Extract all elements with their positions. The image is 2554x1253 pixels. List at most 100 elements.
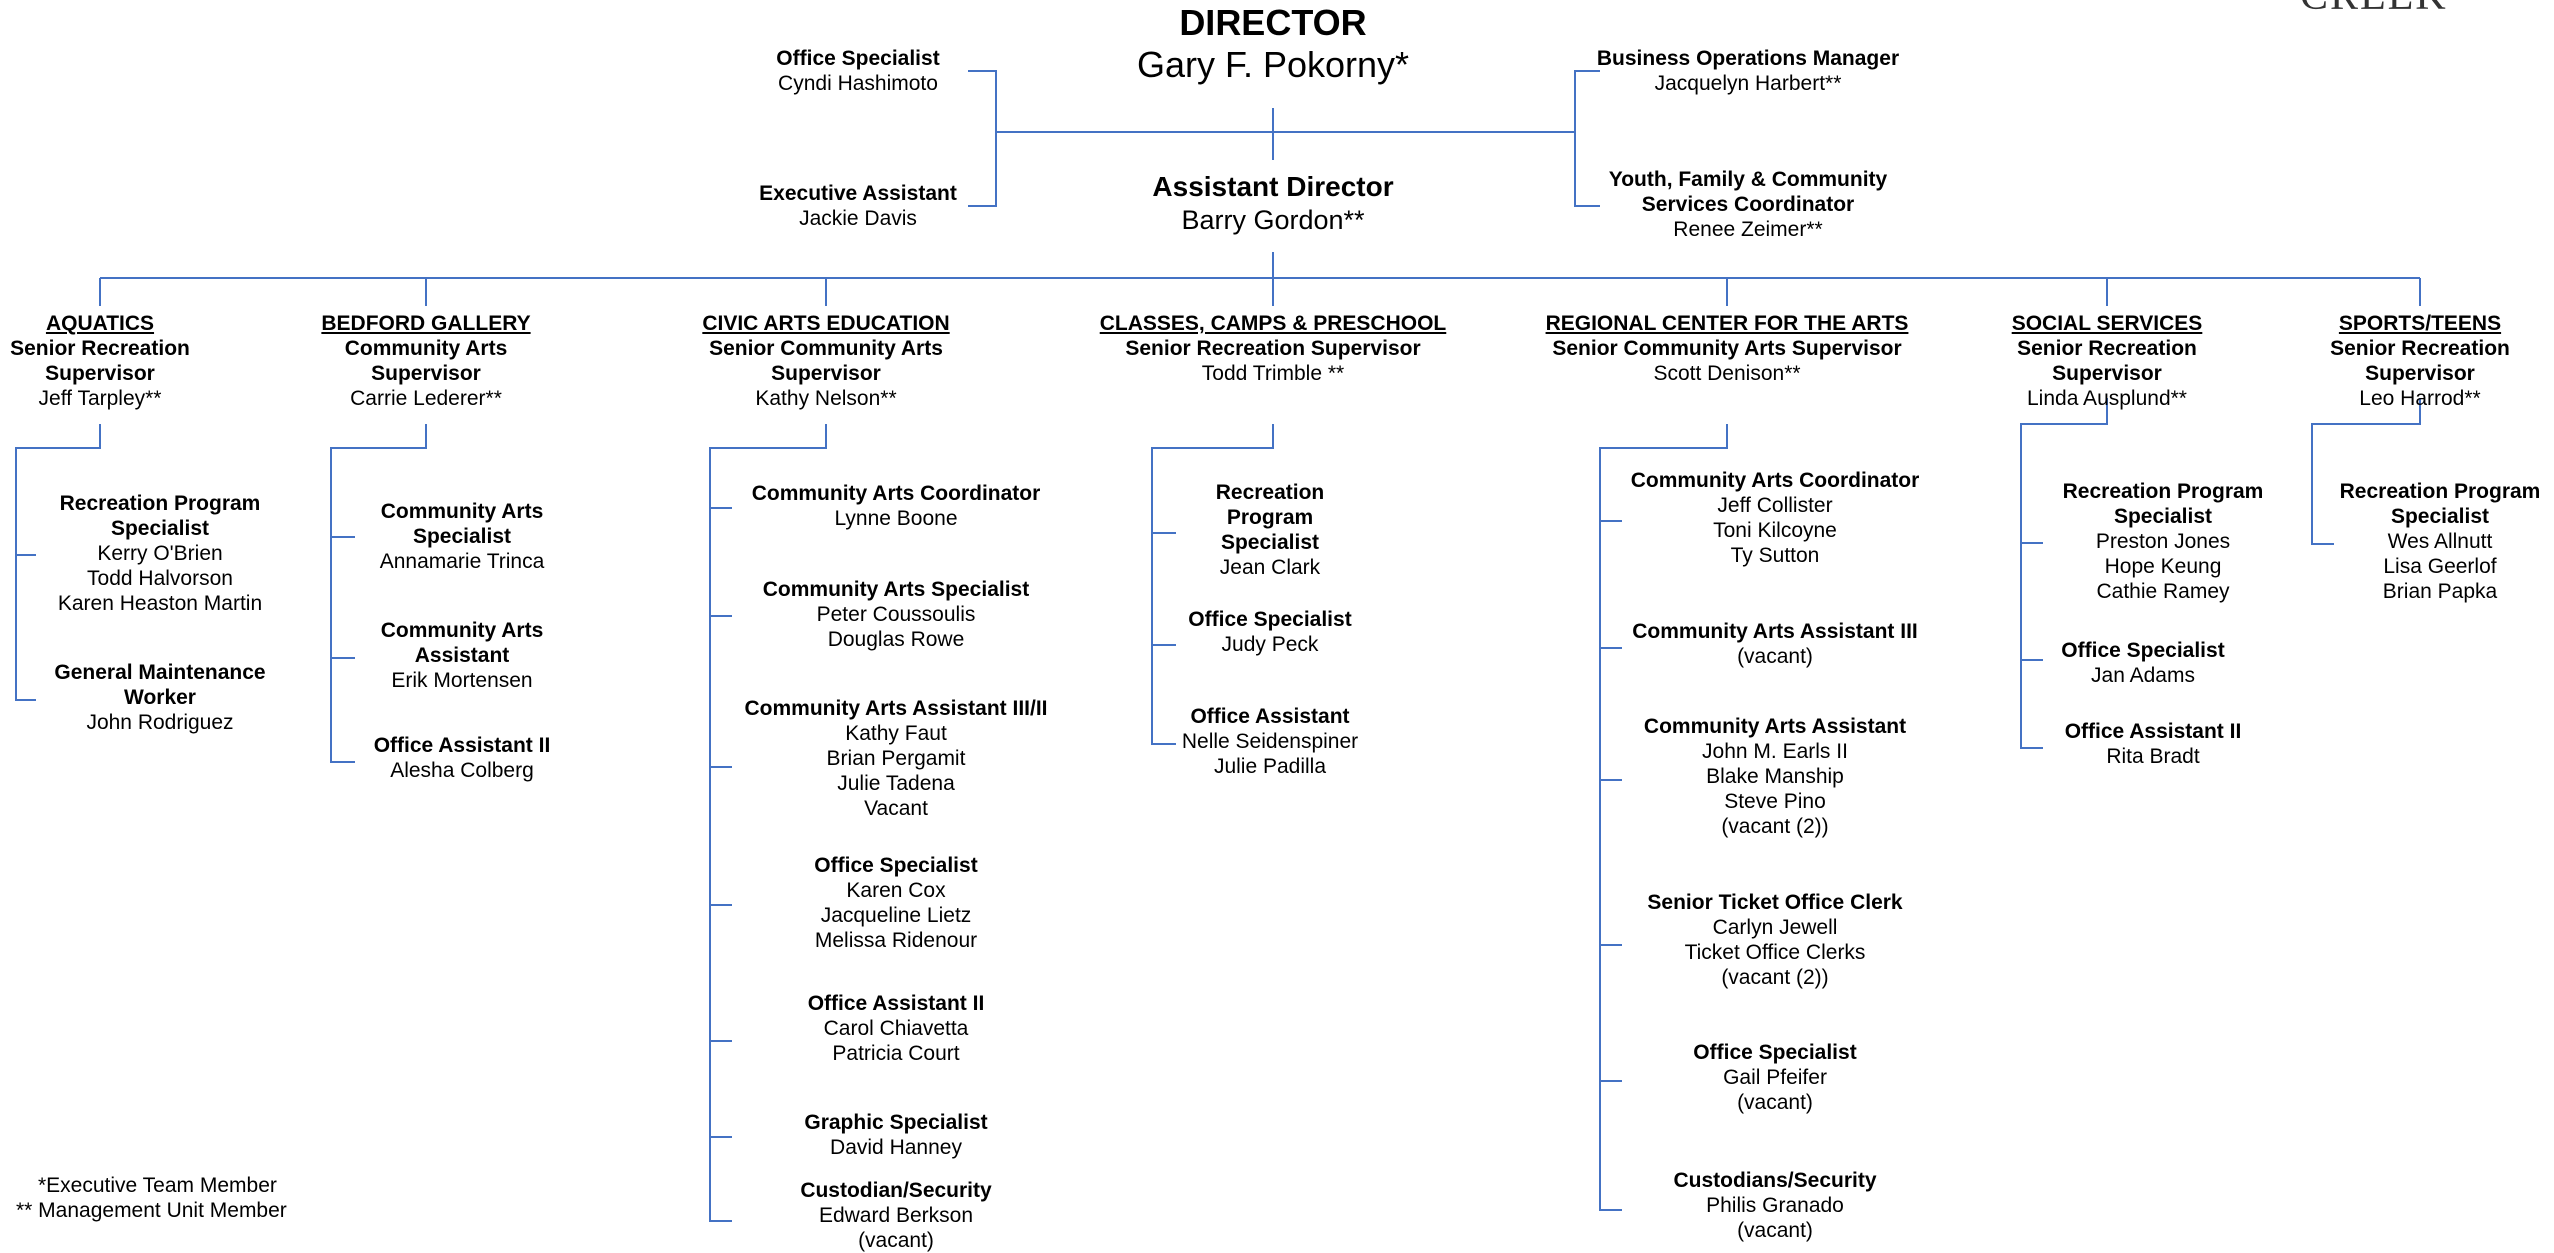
role-name: Melissa Ridenour	[814, 929, 978, 952]
supervisor-title: Senior Community Arts	[709, 337, 943, 360]
bedford-role-1: Community Arts Specialist Annamarie Trin…	[362, 499, 562, 574]
role-title: Program	[1226, 506, 1314, 529]
aquatics-role-1: Recreation Program Specialist Kerry O'Br…	[40, 491, 280, 616]
role-name: Kathy Faut	[845, 722, 947, 745]
regional-subtree-line	[1599, 424, 1728, 1211]
sports-role-1: Recreation Program Specialist Wes Allnut…	[2330, 479, 2550, 604]
role-name: Edward Berkson	[818, 1204, 974, 1227]
executive-assistant-box: Executive Assistant Jackie Davis	[738, 181, 978, 231]
role-title: Custodian/Security	[800, 1179, 992, 1202]
bedford-role-2: Community Arts Assistant Erik Mortensen	[362, 618, 562, 693]
role-name: Brian Papka	[2382, 580, 2498, 603]
division-regional-center: REGIONAL CENTER FOR THE ARTS Senior Comm…	[1517, 311, 1937, 386]
staff-title: Office Specialist	[776, 47, 940, 70]
role-title: General Maintenance	[54, 661, 266, 684]
supervisor-name: Kathy Nelson**	[755, 387, 897, 410]
division-heading: SPORTS/TEENS	[2338, 312, 2502, 335]
role-name: Brian Pergamit	[826, 747, 966, 770]
role-title: Recreation Program	[59, 492, 261, 515]
role-name: Nelle Seidenspiner	[1181, 730, 1359, 753]
regional-role-2: Community Arts Assistant III (vacant)	[1625, 619, 1925, 669]
role-name: (vacant (2))	[1721, 815, 1829, 838]
right-staff-bracket	[1574, 70, 1600, 207]
role-name: Jan Adams	[2091, 664, 2195, 687]
role-name: Annamarie Trinca	[379, 550, 545, 573]
assistant-director-title: Assistant Director	[1152, 171, 1394, 202]
bedford-role-3: Office Assistant II Alesha Colberg	[362, 733, 562, 783]
role-name: David Hanney	[830, 1136, 962, 1159]
civic-role-1: Community Arts Coordinator Lynne Boone	[736, 481, 1056, 531]
role-title: Community Arts Assistant III/II	[744, 697, 1048, 720]
role-name: (vacant)	[1737, 1091, 1813, 1114]
division-heading: BEDFORD GALLERY	[321, 312, 531, 335]
role-name: Julie Padilla	[1213, 755, 1327, 778]
legend: *Executive Team Member ** Management Uni…	[16, 1173, 287, 1223]
role-title: Community Arts Specialist	[762, 578, 1030, 601]
legend-management: ** Management Unit Member	[16, 1199, 287, 1222]
role-title: Specialist	[2390, 505, 2490, 528]
regional-role-6: Custodians/Security Philis Granado (vaca…	[1625, 1168, 1925, 1243]
role-name: Ty Sutton	[1730, 544, 1820, 567]
supervisor-title: Supervisor	[45, 362, 155, 385]
supervisor-name: Carrie Lederer**	[350, 387, 502, 410]
role-title: Recreation Program	[2339, 480, 2541, 503]
staff-title: Youth, Family & Community	[1608, 168, 1888, 191]
regional-role-4: Senior Ticket Office Clerk Carlyn Jewell…	[1625, 890, 1925, 990]
role-title: Worker	[124, 686, 196, 709]
role-name: Jacqueline Lietz	[820, 904, 972, 927]
division-civic-arts-education: CIVIC ARTS EDUCATION Senior Community Ar…	[676, 311, 976, 411]
division-social-services: SOCIAL SERVICES Senior Recreation Superv…	[1987, 311, 2227, 411]
role-name: John Rodriguez	[86, 711, 234, 734]
civic-role-5: Office Assistant II Carol Chiavetta Patr…	[736, 991, 1056, 1066]
civic-role-6: Graphic Specialist David Hanney	[736, 1110, 1056, 1160]
role-title: Office Specialist	[1693, 1041, 1857, 1064]
role-name: Preston Jones	[2095, 530, 2231, 553]
youth-coordinator-box: Youth, Family & Community Services Coord…	[1583, 167, 1913, 242]
role-title: Recreation Program	[2062, 480, 2264, 503]
supervisor-title: Senior Recreation Supervisor	[1125, 337, 1421, 360]
role-title: Office Assistant II	[2064, 720, 2242, 743]
role-title: Senior Ticket Office Clerk	[1647, 891, 1903, 914]
role-name: (vacant)	[1737, 1219, 1813, 1242]
supervisor-title: Senior Recreation	[2017, 337, 2197, 360]
role-title: Community Arts Coordinator	[1630, 469, 1920, 492]
role-name: (vacant (2))	[1721, 966, 1829, 989]
role-name: Peter Coussoulis	[816, 603, 976, 626]
role-title: Office Specialist	[1188, 608, 1352, 631]
role-name: Lynne Boone	[834, 507, 958, 530]
classes-role-1: Recreation Program Specialist Jean Clark	[1160, 480, 1380, 580]
role-name: Kerry O'Brien	[97, 542, 223, 565]
role-name: (vacant)	[858, 1229, 934, 1252]
supervisor-title: Supervisor	[2365, 362, 2475, 385]
role-name: Philis Granado	[1706, 1194, 1844, 1217]
role-name: Jean Clark	[1219, 556, 1321, 579]
supervisor-title: Community Arts	[344, 337, 508, 360]
role-name: Cathie Ramey	[2096, 580, 2230, 603]
supervisor-name: Scott Denison**	[1653, 362, 1801, 385]
role-title: Specialist	[412, 525, 512, 548]
role-name: Vacant	[864, 797, 928, 820]
division-heading: AQUATICS	[45, 312, 155, 335]
civic-role-3: Community Arts Assistant III/II Kathy Fa…	[736, 696, 1056, 821]
role-name: (vacant)	[1737, 645, 1813, 668]
role-name: Steve Pino	[1724, 790, 1826, 813]
classes-role-3: Office Assistant Nelle Seidenspiner Juli…	[1160, 704, 1380, 779]
aquatics-subtree-line	[15, 424, 101, 701]
staff-name: Jacquelyn Harbert**	[1654, 72, 1842, 95]
regional-role-3: Community Arts Assistant John M. Earls I…	[1625, 714, 1925, 839]
role-name: Erik Mortensen	[391, 669, 533, 692]
aquatics-role-2: General Maintenance Worker John Rodrigue…	[40, 660, 280, 735]
director-box: DIRECTOR Gary F. Pokorny*	[1073, 2, 1473, 86]
role-title: Office Assistant II	[373, 734, 551, 757]
role-title: Community Arts Assistant III	[1632, 620, 1918, 643]
supervisor-name: Todd Trimble **	[1201, 362, 1345, 385]
division-heading: CLASSES, CAMPS & PRESCHOOL	[1099, 312, 1447, 335]
office-specialist-box: Office Specialist Cyndi Hashimoto	[738, 46, 978, 96]
division-heading: SOCIAL SERVICES	[2011, 312, 2203, 335]
role-title: Specialist	[2113, 505, 2213, 528]
staff-name: Cyndi Hashimoto	[778, 72, 938, 95]
role-name: Julie Tadena	[837, 772, 955, 795]
left-staff-bracket	[968, 70, 997, 207]
division-sports-teens: SPORTS/TEENS Senior Recreation Superviso…	[2310, 311, 2530, 411]
role-name: Karen Heaston Martin	[57, 592, 263, 615]
